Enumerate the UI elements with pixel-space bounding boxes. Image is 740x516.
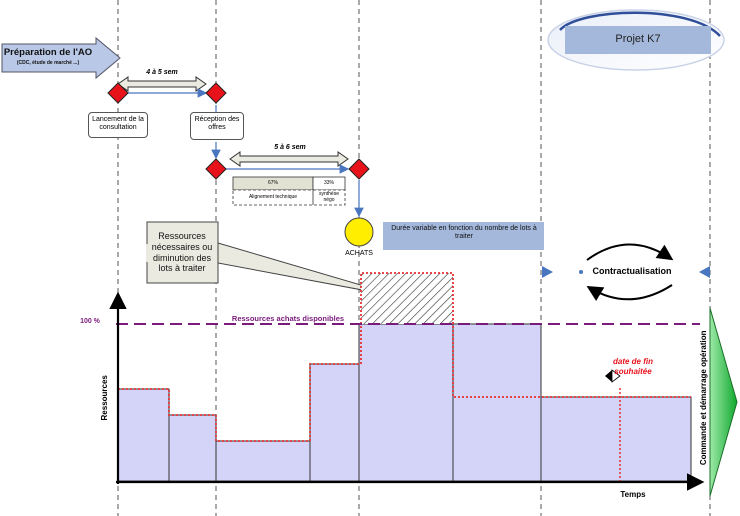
- x-axis-label: Temps: [620, 490, 646, 499]
- project-title-box: [565, 26, 711, 54]
- eval-technical-label: Alignement technique: [248, 194, 298, 200]
- milestone-eval-start-diamond: [205, 158, 227, 180]
- purchases-circle: [344, 217, 374, 247]
- chart-axes: [109, 291, 705, 491]
- final-arrow-shape: [709, 307, 738, 497]
- capacity-label: Ressources achats disponibles: [231, 314, 345, 323]
- final-arrow-label: Commande et démarrage opération: [699, 330, 709, 466]
- milestone-eval-end-diamond: [348, 158, 370, 180]
- milestone-connectors: [127, 88, 364, 218]
- contract-cycle: [586, 243, 674, 302]
- eval-synthesis-pct: 33%: [323, 180, 334, 186]
- contract-label: Contractualisation: [592, 266, 672, 276]
- resource-bars: [117, 323, 692, 482]
- phase-subtitle: (CDC, étude de marché ...): [16, 60, 80, 66]
- milestone-launch-diamond: [107, 82, 129, 104]
- y-axis-label: Ressources: [100, 375, 110, 421]
- callout-text: Ressources nécessaires ou diminution des…: [151, 231, 213, 274]
- milestone-reception-label: Réception des offres: [190, 112, 244, 140]
- duration-arrow-2: [229, 151, 349, 167]
- duration-2-label: 5 à 6 sem: [274, 144, 306, 151]
- purchases-label: ACHATS: [345, 250, 373, 257]
- duration-1-label: 4 à 5 sem: [146, 69, 178, 76]
- hundred-percent-label: 100 %: [80, 318, 100, 325]
- purchases-note: Durée variable en fonction du nombre de …: [391, 225, 537, 241]
- contract-left-triangle: [542, 266, 553, 278]
- purchases-note-box: [383, 222, 544, 250]
- end-date-marker: [605, 370, 612, 382]
- eval-synthesis-label: synthèse négo: [318, 191, 339, 203]
- project-title: Projet K7: [615, 33, 661, 45]
- phase-arrow-shape: [1, 36, 121, 80]
- contract-right-triangle: [699, 266, 710, 278]
- duration-arrow-1: [117, 76, 207, 92]
- phase-title: Préparation de l'AO: [3, 47, 93, 58]
- end-date-label: date de fin souhaitée: [612, 357, 653, 376]
- milestone-reception-diamond: [205, 82, 227, 104]
- extra-need-area: [361, 273, 453, 324]
- milestone-launch-label: Lancement de la consultation: [88, 112, 148, 138]
- evaluation-table: [232, 176, 346, 206]
- eval-technical-pct: 67%: [267, 180, 278, 186]
- target-profile: [118, 272, 691, 442]
